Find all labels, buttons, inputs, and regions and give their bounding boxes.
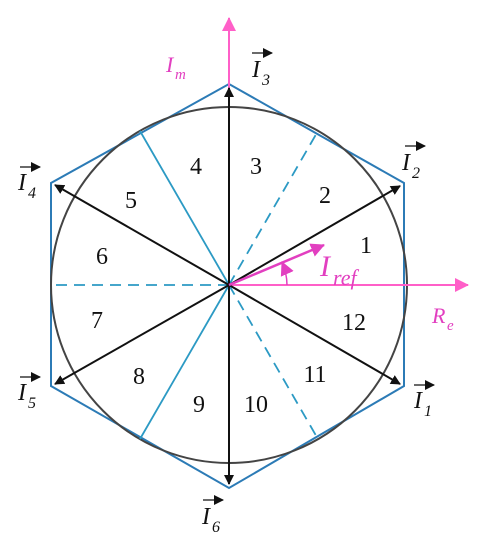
label-i4: I 4 xyxy=(17,162,41,202)
label-i5-name: I xyxy=(17,380,27,406)
label-i6-name: I xyxy=(201,504,211,530)
sector-3: 3 xyxy=(250,154,262,180)
label-i1-name: I xyxy=(413,388,423,414)
sector-2: 2 xyxy=(319,183,331,209)
label-i4-sub: 4 xyxy=(28,185,36,202)
label-i5-sub: 5 xyxy=(28,395,36,412)
sector-numbers: 1 2 3 4 5 6 7 8 9 10 11 12 xyxy=(91,154,372,418)
reference-label-name: I xyxy=(319,250,332,283)
label-i2-name: I xyxy=(401,150,411,176)
label-i2: I 2 xyxy=(401,141,426,182)
reference-label-sub: ref xyxy=(333,265,360,290)
imag-axis-label-sub: m xyxy=(175,67,186,83)
vector-i2 xyxy=(228,185,401,286)
basic-vectors xyxy=(54,87,401,485)
real-axis-label-sub: e xyxy=(447,318,454,334)
sector-8: 8 xyxy=(133,364,145,390)
label-i3-sub: 3 xyxy=(261,72,270,89)
reference-angle-arc xyxy=(280,261,294,286)
sector-5: 5 xyxy=(125,188,137,214)
vector-i1 xyxy=(228,284,401,385)
label-i3: I 3 xyxy=(251,48,273,89)
sector-lines xyxy=(51,130,319,440)
label-i6: I 6 xyxy=(201,495,224,536)
sector-6: 6 xyxy=(96,244,108,270)
label-i4-name: I xyxy=(17,170,27,196)
label-i1-sub: 1 xyxy=(424,403,432,420)
label-i3-name: I xyxy=(251,57,261,83)
reference-label: I ref xyxy=(319,250,360,290)
vector-i4 xyxy=(54,184,230,286)
sector-4: 4 xyxy=(190,154,202,180)
sector-9: 9 xyxy=(193,392,205,418)
sector-10: 10 xyxy=(244,392,268,418)
sector-12: 12 xyxy=(342,310,366,336)
label-i2-sub: 2 xyxy=(412,165,420,182)
imag-axis-label-name: I xyxy=(165,52,175,77)
sector-1: 1 xyxy=(360,233,372,259)
sector-7: 7 xyxy=(91,308,103,334)
vector-i5 xyxy=(54,284,230,385)
label-i5: I 5 xyxy=(17,372,41,412)
sector-line-120 xyxy=(139,130,230,286)
reference-vector xyxy=(228,243,325,287)
sector-line-240-dashed xyxy=(228,284,319,440)
real-axis-label: R e xyxy=(431,303,454,334)
sector-line-60-dashed xyxy=(228,130,319,286)
label-i1: I 1 xyxy=(413,380,435,420)
vector-labels: I 1 I 2 I 3 I 4 I 5 I 6 xyxy=(17,48,435,536)
sector-11: 11 xyxy=(303,362,326,388)
imag-axis-label: I m xyxy=(165,52,186,83)
label-i6-sub: 6 xyxy=(212,519,220,536)
sector-line-300 xyxy=(139,284,230,440)
real-axis-label-name: R xyxy=(431,303,446,328)
